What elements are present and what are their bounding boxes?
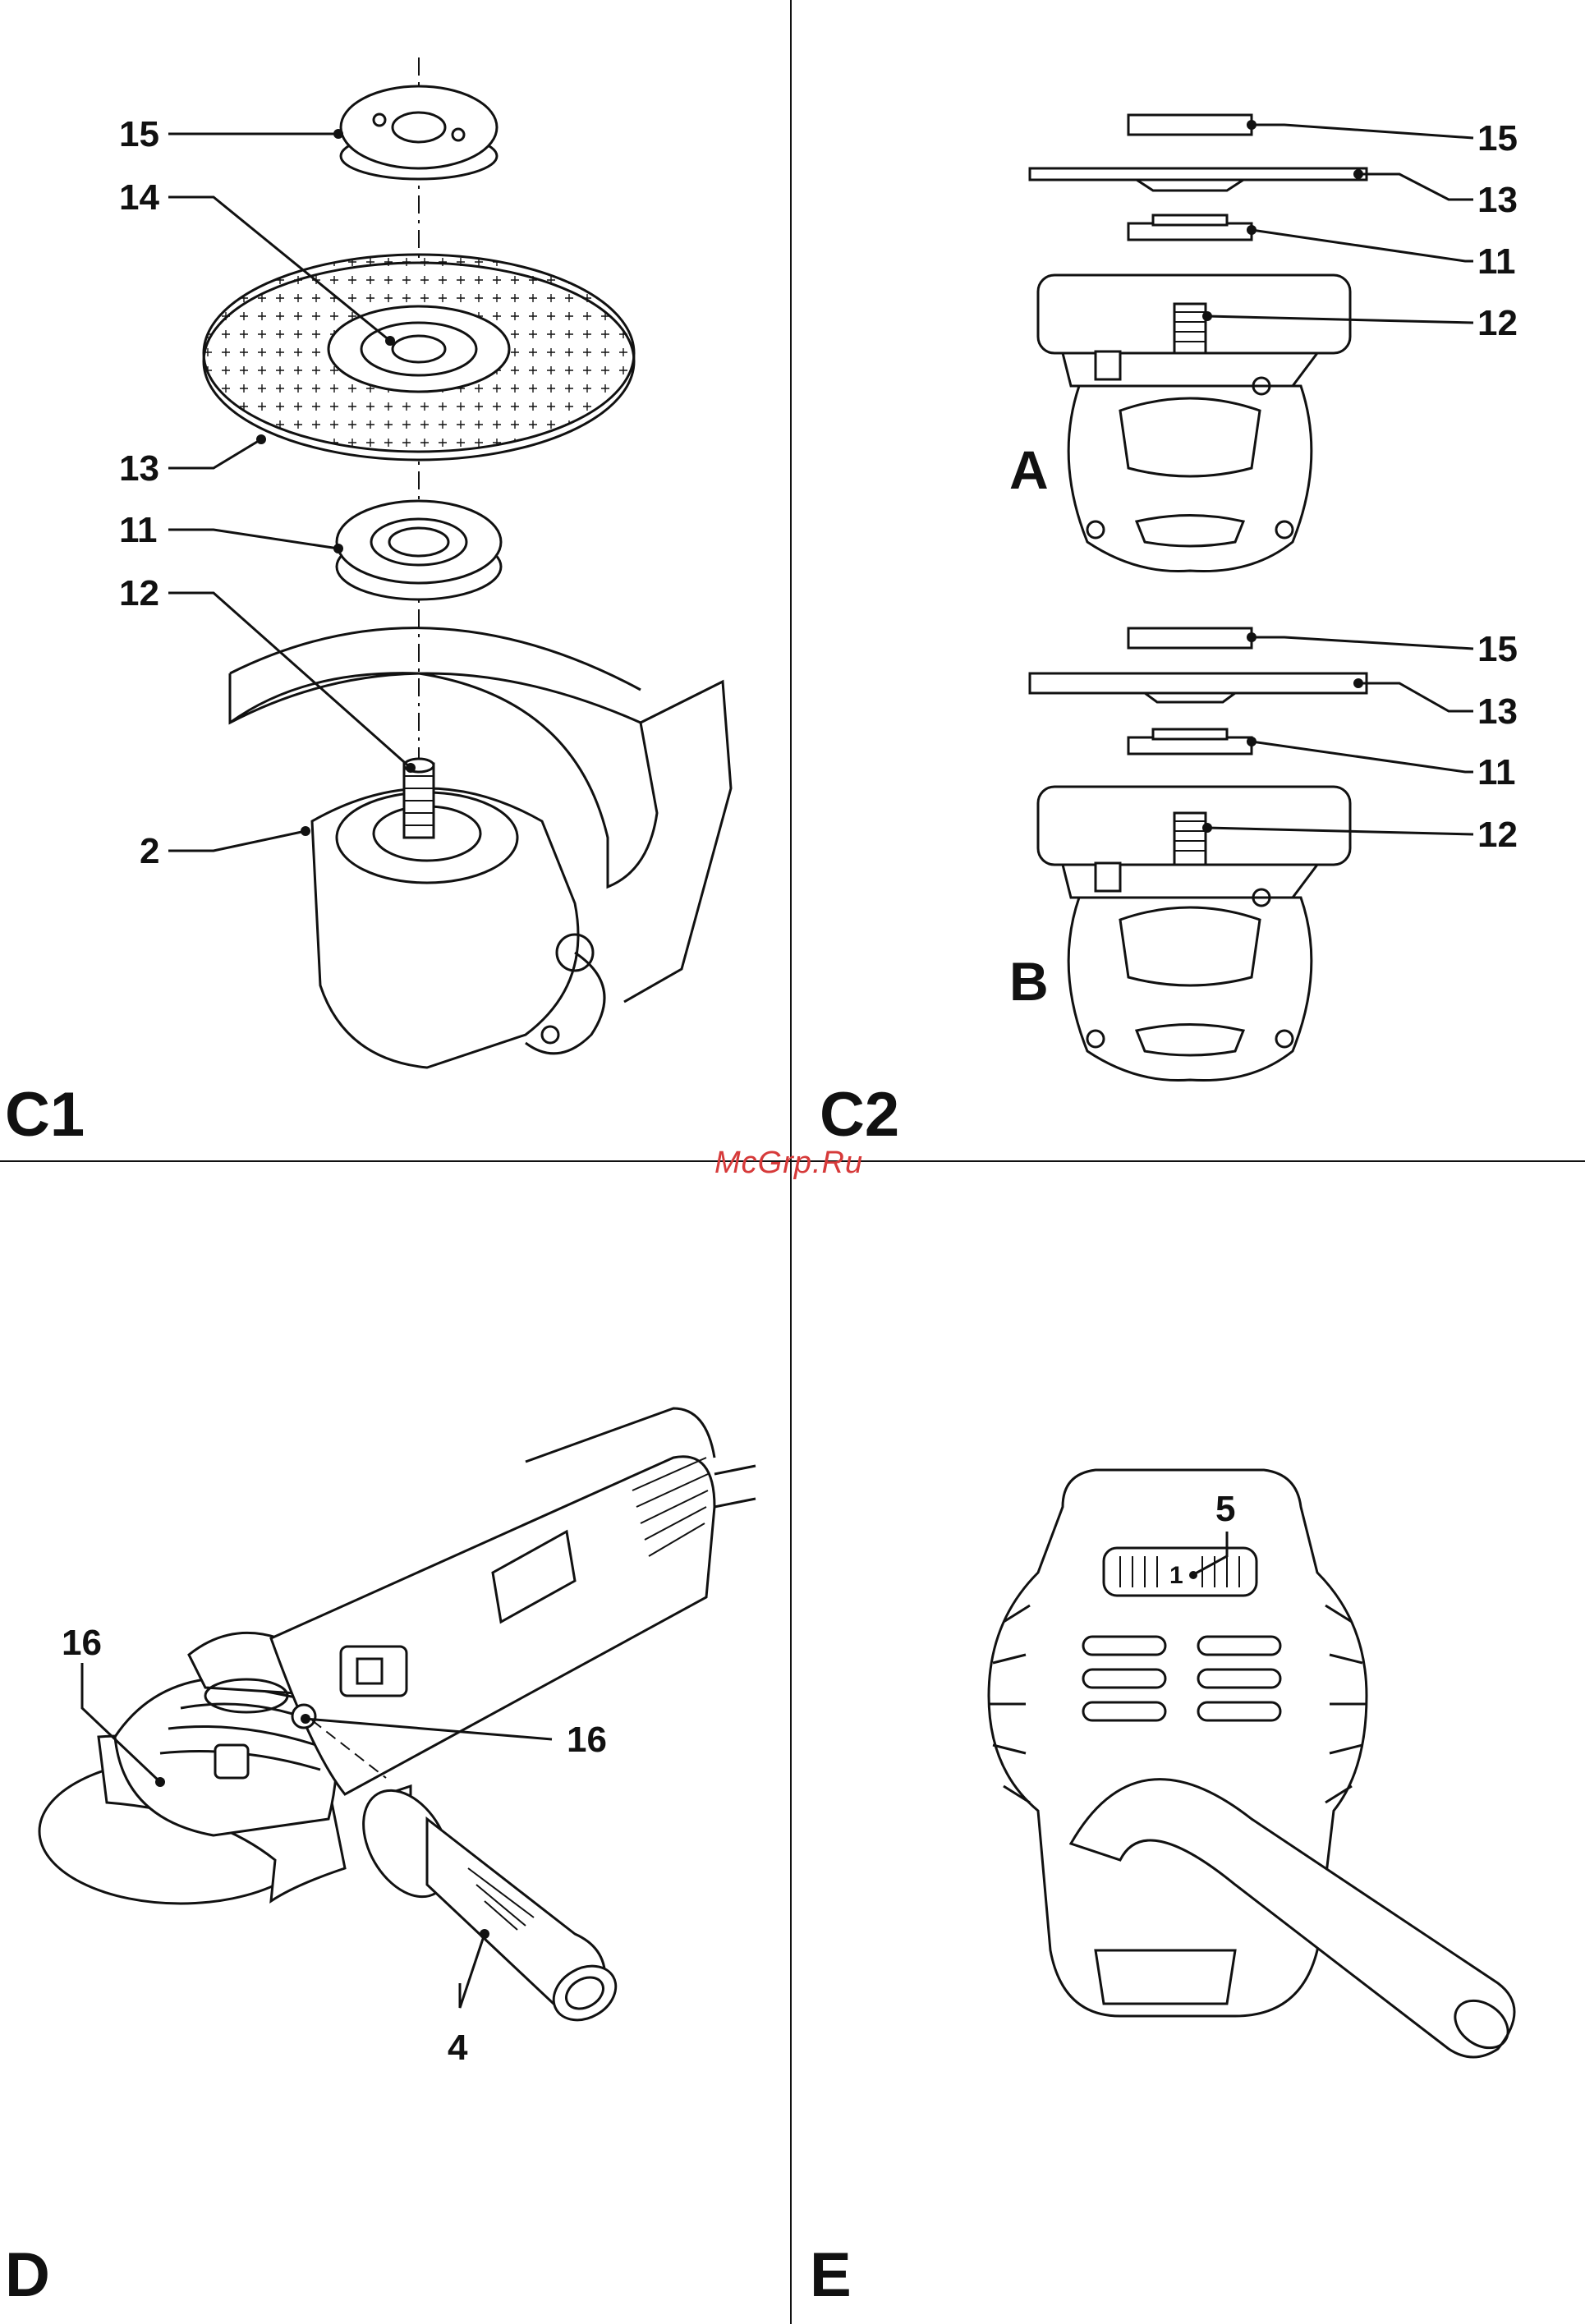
panel-label-e: E [810,2244,852,2307]
c1-callout-11: 11 [119,510,158,550]
panel-c2: 15 13 11 12 A 1 [792,0,1585,1160]
c1-callout-15: 15 [119,114,159,154]
c1-nut-top [341,86,497,168]
c2-sub-label-b: B [1009,951,1049,1012]
c1-disc-hub [328,306,509,392]
panel-c1: 15 14 13 11 12 2 C1 [0,0,790,1160]
c2b-callout-13: 13 [1477,691,1518,732]
c2a-disc [1030,168,1367,180]
d-callout-16-side: 16 [567,1720,607,1760]
d-callout-16-top: 16 [62,1623,102,1663]
e-rear-view: 1 5 [792,1162,1585,2324]
panel-label-d: D [5,2244,50,2307]
c1-callout-12: 12 [119,573,159,613]
panel-e: 1 5 E [792,1162,1585,2324]
panel-d: 16 16 4 D [0,1162,790,2324]
c2b-gearhead [1068,898,1312,1081]
c1-callout-2: 2 [140,831,159,871]
e-dial-value: 1 [1169,1562,1183,1589]
e-callout-5: 5 [1215,1489,1235,1529]
c2a-gearhead [1068,386,1312,572]
c2b-disc [1030,673,1367,693]
panel-label-c2: C2 [820,1084,899,1146]
c1-flange-top [337,501,501,583]
c2a-nut [1128,115,1252,135]
c2-cross-sections: 15 13 11 12 A 1 [792,0,1585,1160]
c2b-callout-12: 12 [1477,815,1518,855]
c2a-callout-13: 13 [1477,180,1518,220]
c2a-callout-11: 11 [1477,241,1516,282]
c2b-callout-11: 11 [1477,752,1516,792]
d-spindle-lock [215,1745,248,1778]
c2b-callout-15: 15 [1477,629,1518,669]
panel-label-c1: C1 [5,1084,85,1146]
c2-sub-label-a: A [1009,439,1049,500]
d-callout-4: 4 [448,2028,468,2068]
c1-callout-14: 14 [119,177,159,218]
c1-exploded-view: 15 14 13 11 12 2 [0,0,790,1160]
c2a-callout-15: 15 [1477,118,1518,158]
c2a-callout-12: 12 [1477,303,1518,343]
c1-callout-13: 13 [119,448,159,489]
d-motor-body [271,1457,714,1794]
c2b-nut [1128,628,1252,648]
d-side-handle-view: 16 16 4 [0,1162,790,2324]
d-switch [341,1647,407,1696]
